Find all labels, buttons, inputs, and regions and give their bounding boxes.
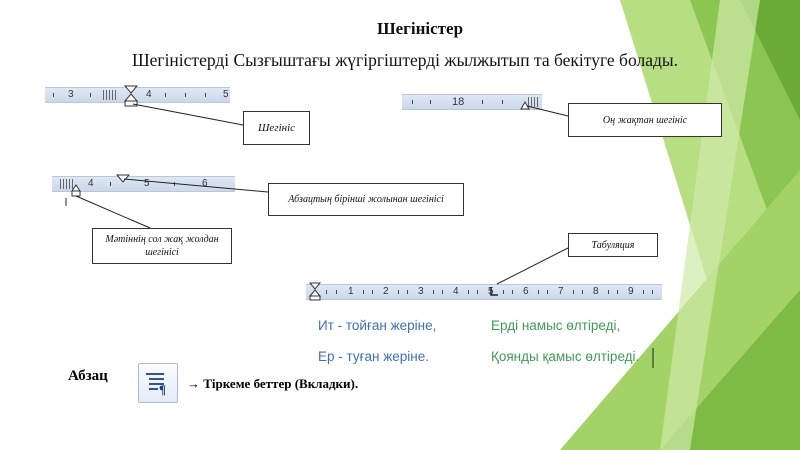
sample-text-line: Ит - тойған жеріне, [318,318,437,333]
ruler-top-right[interactable]: 18 [402,94,542,110]
ruler-number: 2 [383,286,389,297]
callout-left-indent: Мәтіннің сол жақ жолдан шегінісі [92,228,232,264]
ruler-gridmark [103,90,117,100]
ruler-number: 4 [146,89,152,100]
ruler-number: 1 [348,286,354,297]
ruler-number: 9 [628,286,634,297]
ruler-number: 18 [452,96,465,108]
ruler-number: 8 [593,286,599,297]
ruler-number: 6 [202,178,208,189]
left-indent-marker-icon[interactable] [71,184,81,197]
sample-text-line: Ерді намыс өлтіреді, [491,318,621,333]
callout-tabulation: Табуляция [568,233,658,257]
ruler-number: 5 [144,178,150,189]
svg-text:¶: ¶ [159,382,166,397]
ruler-number: 3 [418,286,424,297]
paragraph-dialog-icon: ¶ [146,373,166,397]
ruler-gridmark [60,179,74,189]
ruler-number: 4 [88,178,94,189]
slide-title: Шегіністер [376,19,464,38]
callout-first-line: Абзацтың бірінші жолынан шегінісі [268,183,464,216]
right-indent-marker-icon[interactable] [520,100,530,110]
paragraph-icon[interactable]: ¶ [138,363,178,403]
callout-indent: Шегініс [243,111,310,145]
indent-marker-icon[interactable] [123,85,139,107]
slide-subtitle: Шегіністерді Сызғыштағы жүгіргіштерді жы… [131,50,679,70]
first-line-indent-icon[interactable] [115,174,131,183]
sample-text-line: Қоянды қамыс өлтіреді. [491,349,640,364]
ruler-number: 7 [558,286,564,297]
indent-marker-icon[interactable] [308,282,322,301]
ruler-number: 6 [523,286,529,297]
paragraph-label: Абзац [68,368,108,384]
sample-text-line: Ер - туған жеріне. [318,349,429,364]
tab-stop-icon[interactable] [490,287,498,296]
ruler-gridmark [528,97,540,107]
callout-right-indent: Оң жақтан шегініс [568,103,722,137]
ruler-number: 3 [68,89,74,100]
tabs-note: → Тіркеме беттер (Вкладки). [187,376,359,391]
ruler-middle-left[interactable]: 4 5 6 [52,176,235,192]
ruler-number: 4 [453,286,459,297]
ruler-number: 5 [223,89,229,100]
